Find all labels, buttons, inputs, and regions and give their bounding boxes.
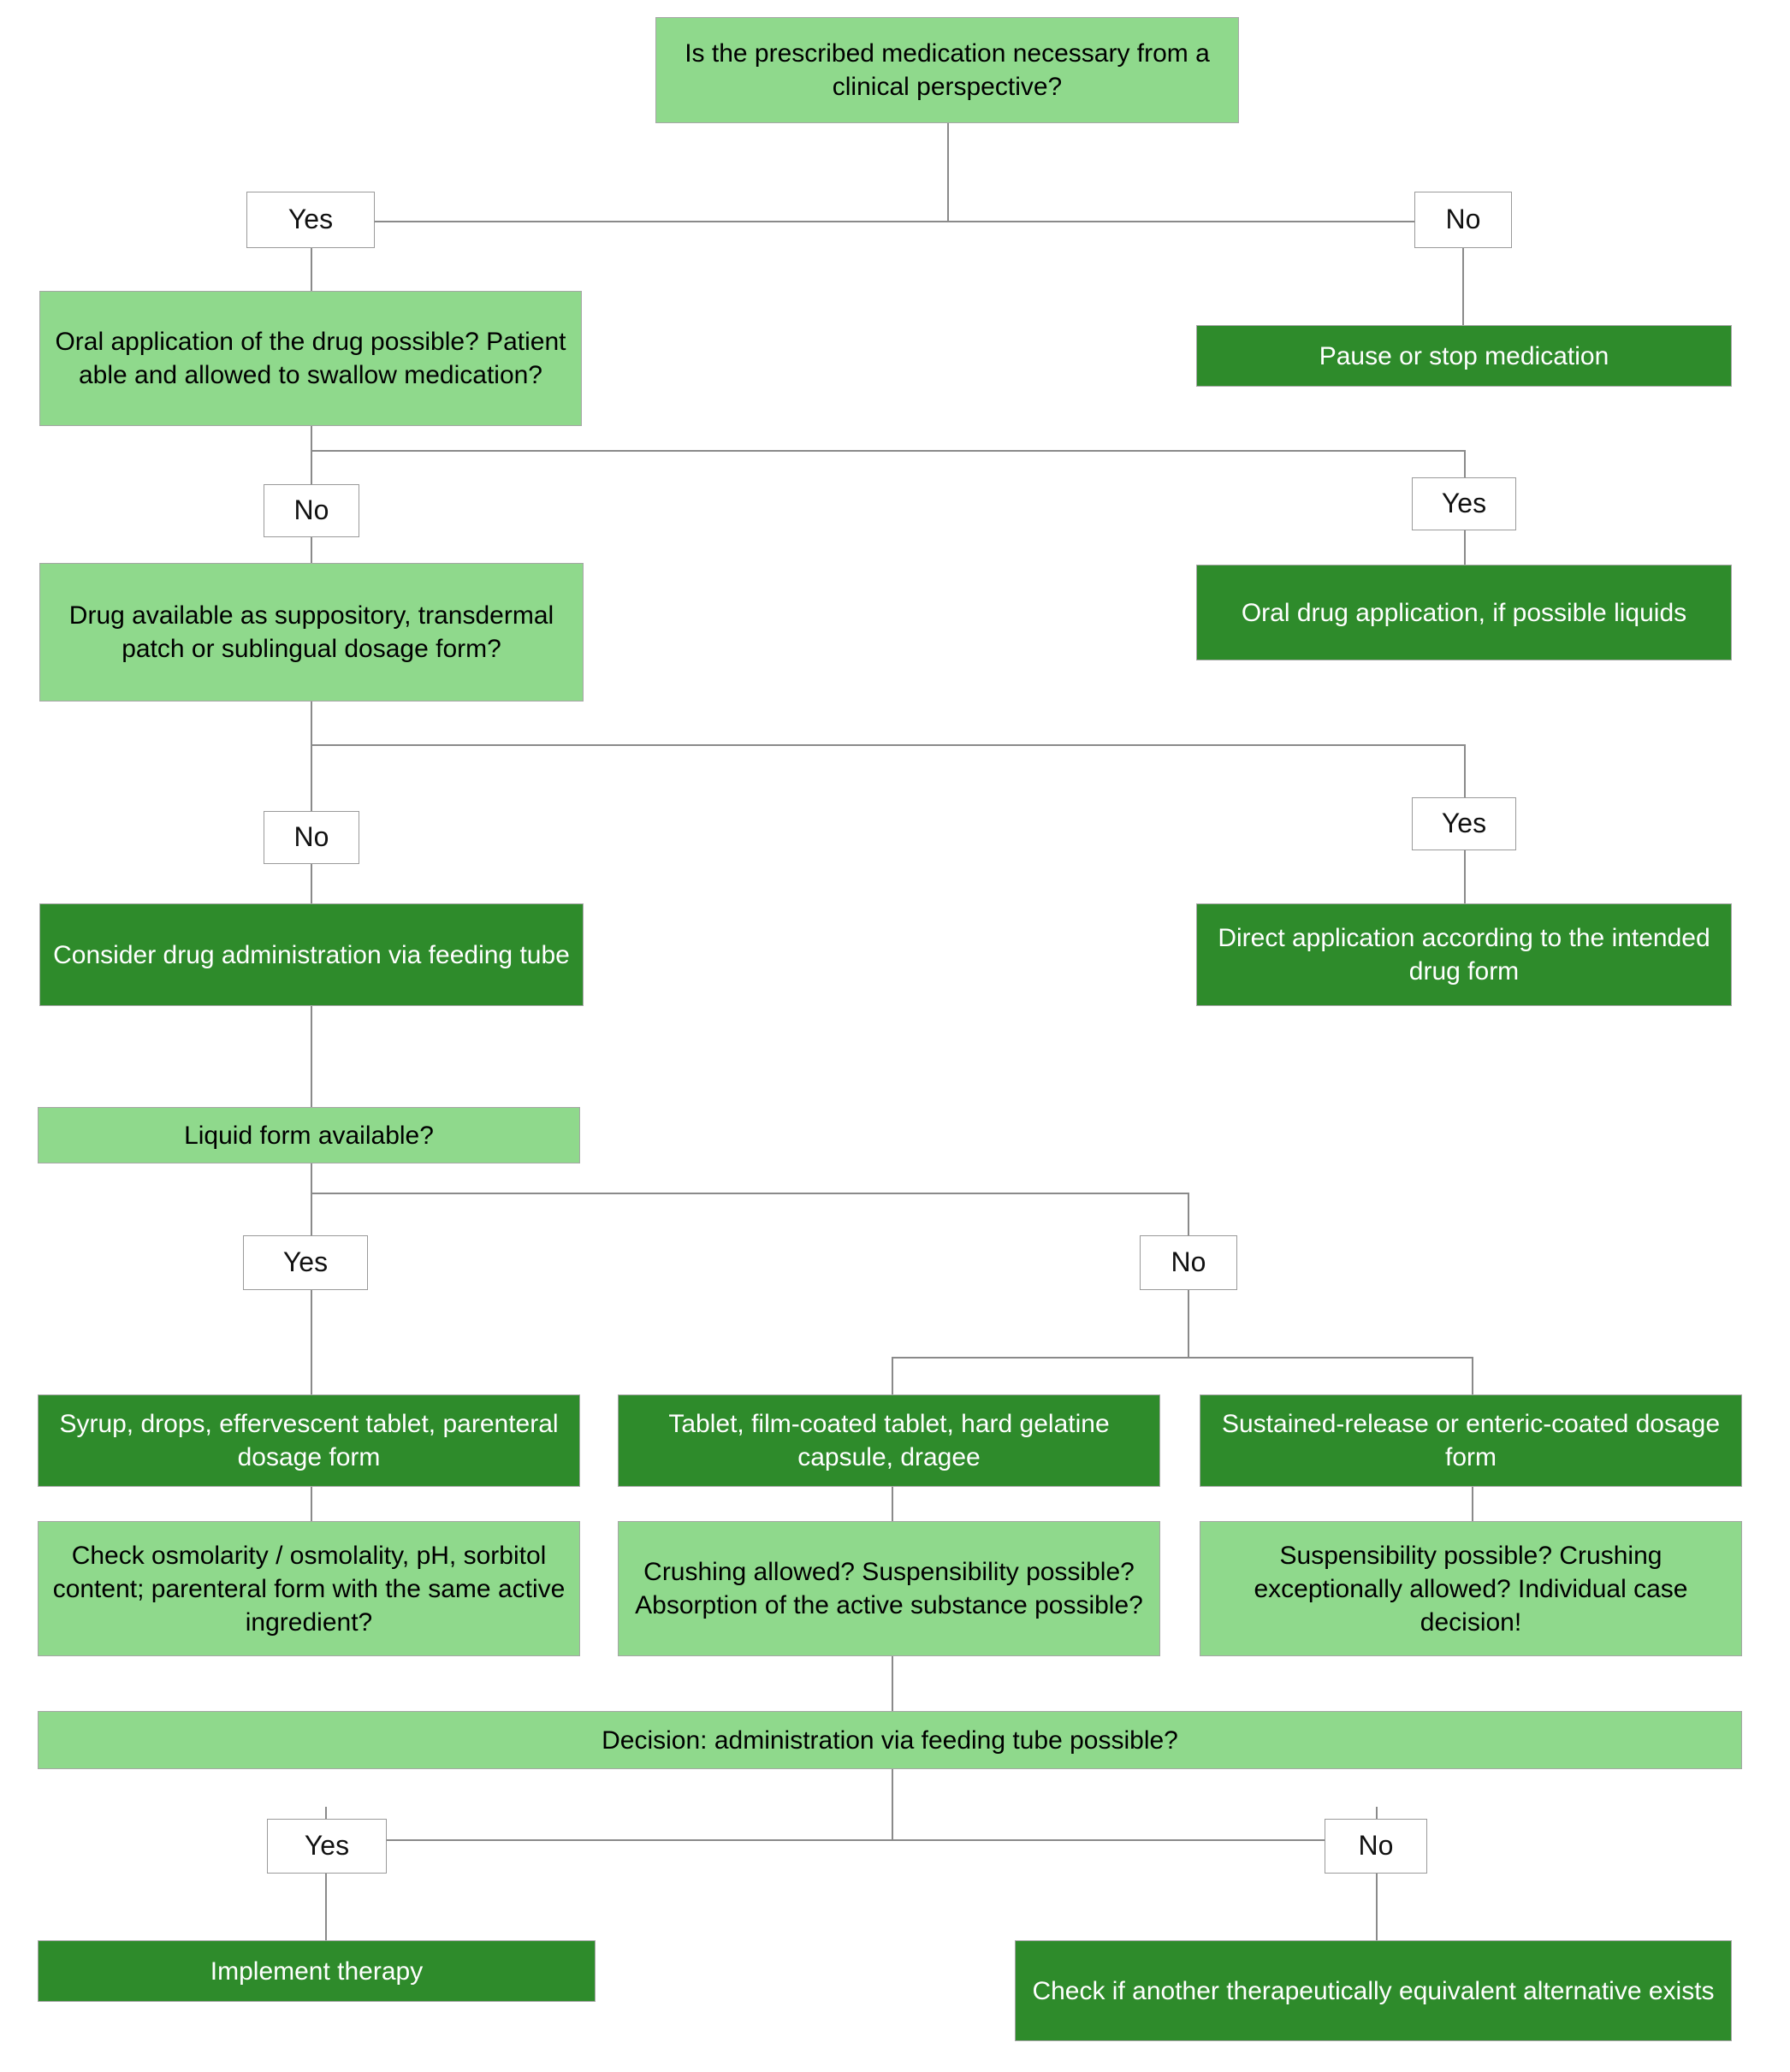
edge-label-yes-1[interactable]: Yes (246, 192, 375, 248)
edge-label-text: No (1445, 204, 1481, 235)
node-decision-feeding-tube[interactable]: Decision: administration via feeding tub… (38, 1711, 1742, 1769)
edge-label-text: Yes (282, 1246, 329, 1278)
edge-label-no-5[interactable]: No (1325, 1819, 1427, 1874)
edge-label-text: No (1171, 1246, 1206, 1278)
connector-decision-down (892, 1769, 893, 1841)
node-pause-or-stop[interactable]: Pause or stop medication (1196, 325, 1732, 387)
connector-no4-to-tablet (892, 1357, 893, 1396)
node-check-osmolarity[interactable]: Check osmolarity / osmolality, pH, sorbi… (38, 1521, 580, 1656)
node-label: Consider drug administration via feeding… (53, 940, 570, 969)
node-direct-application[interactable]: Direct application according to the inte… (1196, 903, 1732, 1006)
edge-label-no-2[interactable]: No (264, 484, 359, 537)
edge-label-text: Yes (304, 1830, 350, 1862)
node-label: Syrup, drops, effervescent tablet, paren… (59, 1410, 559, 1471)
connector-oral-down (311, 426, 312, 452)
node-label: Sustained-release or enteric-coated dosa… (1221, 1410, 1721, 1471)
node-label: Direct application according to the inte… (1218, 924, 1710, 986)
node-liquid-form-available[interactable]: Liquid form available? (38, 1107, 580, 1163)
node-label: Liquid form available? (184, 1121, 434, 1150)
node-medication-necessary[interactable]: Is the prescribed medication necessary f… (655, 17, 1239, 123)
connector-no5-down (1376, 1872, 1378, 1942)
connector-sustained-to-suspensibility (1472, 1485, 1473, 1523)
connector-feedingtube-to-liquid (311, 1006, 312, 1109)
connector-yes4-down (311, 1288, 312, 1396)
connector-supp-down (311, 702, 312, 746)
edge-label-no-1[interactable]: No (1414, 192, 1512, 248)
node-label: Crushing allowed? Suspensibility possibl… (635, 1558, 1143, 1619)
connector-no4-down (1188, 1288, 1189, 1359)
connector-root-horizontal (368, 221, 1463, 222)
edge-label-no-4[interactable]: No (1140, 1235, 1237, 1290)
edge-label-no-3[interactable]: No (264, 811, 359, 864)
edge-label-text: Yes (1441, 488, 1487, 519)
connector-yes3-down (1464, 844, 1466, 905)
node-check-alternative[interactable]: Check if another therapeutically equival… (1015, 1940, 1732, 2041)
node-oral-drug-application[interactable]: Oral drug application, if possible liqui… (1196, 565, 1732, 660)
connector-tablet-to-crushing (892, 1485, 893, 1523)
node-oral-application-possible[interactable]: Oral application of the drug possible? P… (39, 291, 582, 426)
connector-decision-horizontal (325, 1839, 1378, 1841)
connector-liquid-down (311, 1163, 312, 1194)
connector-no1-down (1462, 248, 1464, 325)
connector-yes5-down (325, 1872, 327, 1942)
node-label: Oral drug application, if possible liqui… (1241, 598, 1687, 627)
edge-label-yes-4[interactable]: Yes (243, 1235, 368, 1290)
connector-oral-to-yes2 (1464, 450, 1466, 481)
node-label: Drug available as suppository, transderm… (68, 601, 554, 663)
connector-yes1-down (311, 248, 312, 291)
connector-no2-down (311, 530, 312, 565)
edge-label-text: Yes (1441, 808, 1487, 839)
connector-oral-to-no2 (311, 450, 312, 488)
node-suppository-patch-sublingual[interactable]: Drug available as suppository, transderm… (39, 563, 584, 702)
connector-no3-down (311, 857, 312, 905)
node-syrup-drops[interactable]: Syrup, drops, effervescent tablet, paren… (38, 1394, 580, 1487)
connector-liquid-horizontal (311, 1193, 1189, 1194)
connector-no4-horizontal (892, 1357, 1473, 1359)
node-label: Implement therapy (210, 1957, 424, 1986)
edge-label-yes-3[interactable]: Yes (1412, 797, 1516, 850)
node-sustained-release[interactable]: Sustained-release or enteric-coated dosa… (1200, 1394, 1742, 1487)
node-tablet-capsule[interactable]: Tablet, film-coated tablet, hard gelatin… (618, 1394, 1160, 1487)
node-label: Is the prescribed medication necessary f… (685, 39, 1210, 101)
node-consider-feeding-tube[interactable]: Consider drug administration via feeding… (39, 903, 584, 1006)
connector-crushing-to-decision (892, 1656, 893, 1723)
connector-liquid-to-no4 (1188, 1193, 1189, 1237)
edge-label-text: No (293, 494, 329, 526)
node-label: Pause or stop medication (1319, 341, 1609, 370)
node-suspensibility-possible[interactable]: Suspensibility possible? Crushing except… (1200, 1521, 1742, 1656)
edge-label-yes-5[interactable]: Yes (267, 1819, 387, 1874)
connector-no4-to-sustained (1472, 1357, 1473, 1396)
connector-oral-horizontal (311, 450, 1466, 452)
node-crushing-allowed[interactable]: Crushing allowed? Suspensibility possibl… (618, 1521, 1160, 1656)
edge-label-yes-2[interactable]: Yes (1412, 477, 1516, 530)
connector-syrup-to-check (311, 1485, 312, 1523)
node-label: Check if another therapeutically equival… (1032, 1976, 1715, 2005)
connector-supp-to-yes3 (1464, 744, 1466, 801)
edge-label-text: No (1358, 1830, 1394, 1862)
node-label: Suspensibility possible? Crushing except… (1254, 1541, 1688, 1637)
connector-supp-horizontal (311, 744, 1466, 746)
node-label: Decision: administration via feeding tub… (602, 1726, 1178, 1755)
connector-root-down (947, 123, 949, 222)
edge-label-text: Yes (287, 204, 334, 235)
connector-yes2-down (1464, 524, 1466, 566)
connector-liquid-to-yes4 (311, 1193, 312, 1237)
connector-supp-to-no3 (311, 744, 312, 814)
node-label: Check osmolarity / osmolality, pH, sorbi… (52, 1541, 566, 1637)
edge-label-text: No (293, 821, 329, 853)
node-implement-therapy[interactable]: Implement therapy (38, 1940, 596, 2002)
node-label: Tablet, film-coated tablet, hard gelatin… (668, 1410, 1110, 1471)
node-label: Oral application of the drug possible? P… (55, 328, 566, 389)
